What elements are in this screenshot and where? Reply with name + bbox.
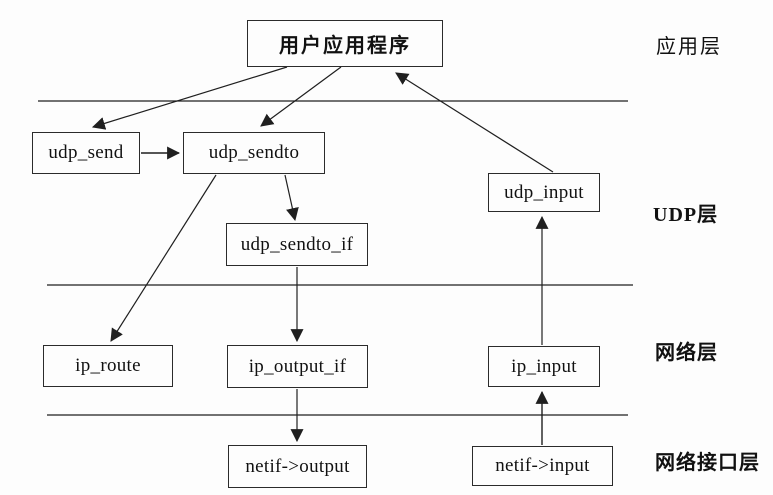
node-ip-route: ip_route bbox=[43, 345, 173, 387]
node-user-application: 用户应用程序 bbox=[247, 20, 443, 67]
layer-label-network: 网络层 bbox=[655, 342, 718, 364]
layer-label-udp: UDP层 bbox=[653, 204, 719, 226]
arrow-user-app-to-udp-sendto bbox=[260, 66, 342, 127]
arrow-udp-input-to-user-app bbox=[395, 72, 554, 173]
node-ip-input: ip_input bbox=[488, 346, 600, 387]
arrow-udp-sendto-to-udp-sendto-if bbox=[284, 174, 299, 222]
node-netif-input: netif->input bbox=[472, 446, 613, 486]
layer-label-application: 应用层 bbox=[656, 36, 722, 58]
node-netif-output: netif->output bbox=[228, 445, 367, 488]
node-udp-input: udp_input bbox=[488, 173, 600, 212]
layer-label-netif: 网络接口层 bbox=[655, 452, 760, 474]
node-udp-sendto-if: udp_sendto_if bbox=[226, 223, 368, 266]
arrow-udp-sendto-to-ip-route bbox=[110, 174, 217, 342]
arrow-user-app-to-udp-send bbox=[91, 66, 288, 130]
node-ip-output-if: ip_output_if bbox=[227, 345, 368, 388]
node-udp-sendto: udp_sendto bbox=[183, 132, 325, 174]
node-udp-send: udp_send bbox=[32, 132, 140, 174]
